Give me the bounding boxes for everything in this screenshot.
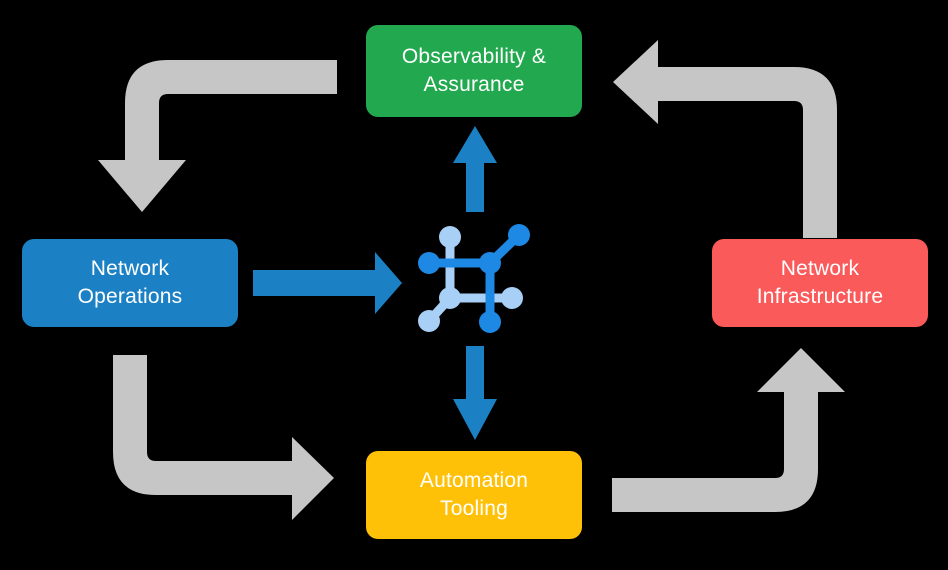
arrow-center-to-automation-tooling: [453, 346, 497, 440]
arrow-center-to-observability: [453, 126, 497, 212]
arrow-observability-to-network-operations: [98, 60, 337, 212]
node-observability-assurance[interactable]: Observability & Assurance: [366, 25, 582, 117]
node-observability-assurance-label: Observability & Assurance: [401, 45, 547, 96]
node-network-infrastructure[interactable]: Network Infrastructure: [712, 239, 928, 327]
arrow-network-operations-to-center: [253, 252, 402, 314]
node-automation-tooling[interactable]: Automation Tooling: [366, 451, 582, 539]
node-network-operations-label: Network Operations: [77, 257, 183, 308]
arrow-automation-tooling-to-network-infrastructure: [612, 348, 845, 512]
node-network-operations[interactable]: Network Operations: [22, 239, 238, 327]
node-network-infrastructure-label: Network Infrastructure: [756, 257, 884, 308]
network-topology-icon: [418, 224, 530, 333]
arrow-network-operations-to-automation-tooling: [113, 355, 334, 520]
node-automation-tooling-label: Automation Tooling: [419, 469, 529, 520]
arrow-network-infrastructure-to-observability: [613, 40, 837, 238]
